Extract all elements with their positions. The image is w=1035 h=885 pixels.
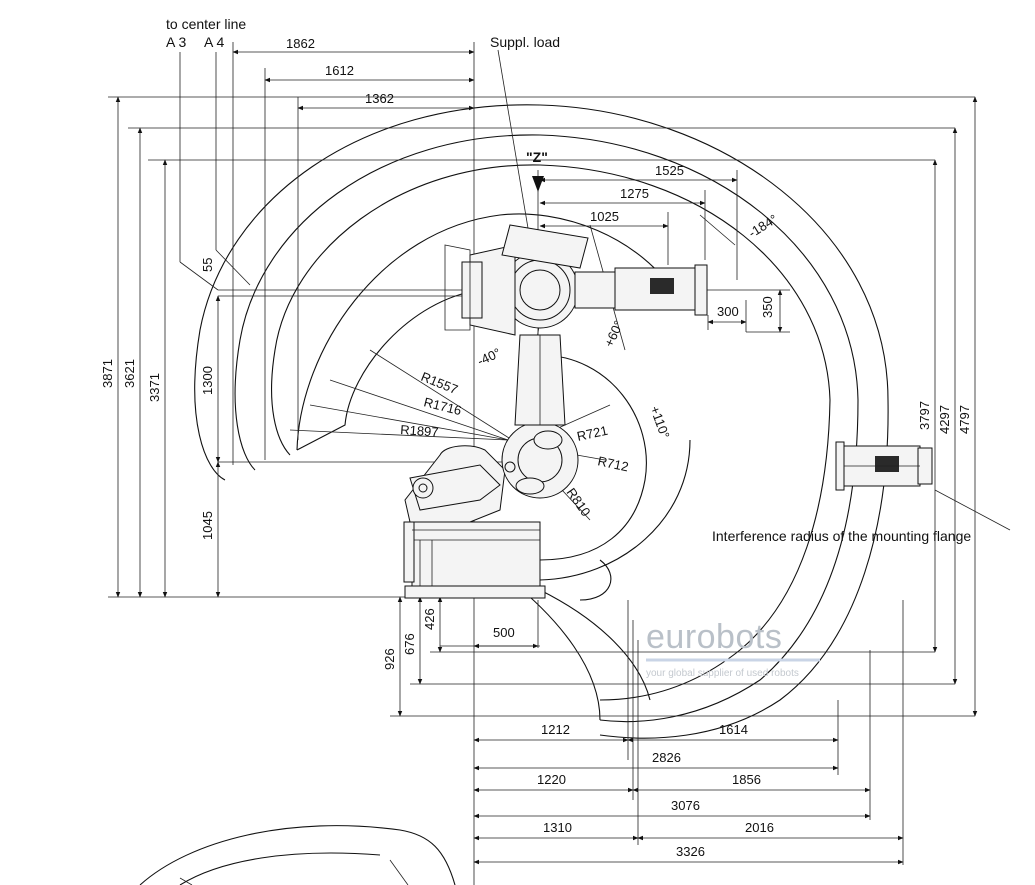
radius-r721: R721: [576, 423, 610, 444]
dim-below-500: 500: [493, 625, 515, 640]
dim-top-1862: 1862: [286, 36, 315, 51]
robot-arm-linkage: [404, 176, 933, 523]
dim-bottom-1856: 1856: [732, 772, 761, 787]
angle-minus-184: -184°: [746, 211, 780, 240]
dim-right-4297: 4297: [937, 405, 952, 434]
dim-left-3621: 3621: [122, 359, 137, 388]
radius-r712: R712: [596, 453, 630, 474]
dim-bottom-1614: 1614: [719, 722, 748, 737]
dim-wrist-300: 300: [717, 304, 739, 319]
dim-below-676: 676: [402, 633, 417, 655]
dim-left-3871: 3871: [100, 359, 115, 388]
angle-plus-60: +60°: [601, 318, 626, 349]
a3-label: A 3: [166, 34, 186, 50]
dim-bottom-3326: 3326: [676, 844, 705, 859]
dimension-values: 1862 1612 1362 1525 1275 1025 300 350 38…: [100, 36, 972, 859]
dim-bottom-1310: 1310: [543, 820, 572, 835]
dim-bottom-2826: 2826: [652, 750, 681, 765]
angle-minus-40: -40°: [475, 345, 503, 369]
angle-plus-110: +110°: [647, 404, 673, 441]
dim-wrist-350: 350: [760, 296, 775, 318]
watermark-tagline: your global supplier of used robots: [646, 668, 799, 679]
interference-label: Interference radius of the mounting flan…: [712, 528, 971, 544]
watermark-brand: eurobots: [646, 618, 782, 656]
dimension-lines: [115, 49, 978, 865]
dim-below-426: 426: [422, 608, 437, 630]
eurobots-watermark: eurobots your global supplier of used ro…: [646, 618, 820, 679]
radius-r1897: R1897: [400, 422, 439, 440]
dim-left-3371: 3371: [147, 373, 162, 402]
dim-bottom-3076: 3076: [671, 798, 700, 813]
dim-bottom-2016: 2016: [745, 820, 774, 835]
dim-left-55: 55: [200, 258, 215, 272]
dim-top-1612: 1612: [325, 63, 354, 78]
dim-bottom-1220: 1220: [537, 772, 566, 787]
dim-wrist-1525: 1525: [655, 163, 684, 178]
annotation-labels: to center line A 3 A 4 Suppl. load "Z" I…: [166, 16, 971, 544]
dim-bottom-1212: 1212: [541, 722, 570, 737]
dim-left-1045: 1045: [200, 511, 215, 540]
suppl-load-label: Suppl. load: [490, 34, 560, 50]
dim-top-1362: 1362: [365, 91, 394, 106]
robot-base: [403, 521, 546, 599]
dim-right-3797: 3797: [917, 401, 932, 430]
z-view-label: "Z": [526, 149, 548, 165]
radius-r1716: R1716: [422, 394, 463, 418]
dim-left-1300: 1300: [200, 366, 215, 395]
work-envelope-contours: [139, 104, 889, 885]
dim-wrist-1275: 1275: [620, 186, 649, 201]
radius-r1557: R1557: [419, 369, 460, 397]
dim-wrist-1025: 1025: [590, 209, 619, 224]
radius-r810: R810: [564, 485, 594, 519]
a4-label: A 4: [204, 34, 224, 50]
dim-right-4797: 4797: [957, 405, 972, 434]
dim-below-926: 926: [382, 648, 397, 670]
to-center-line-label: to center line: [166, 16, 246, 32]
